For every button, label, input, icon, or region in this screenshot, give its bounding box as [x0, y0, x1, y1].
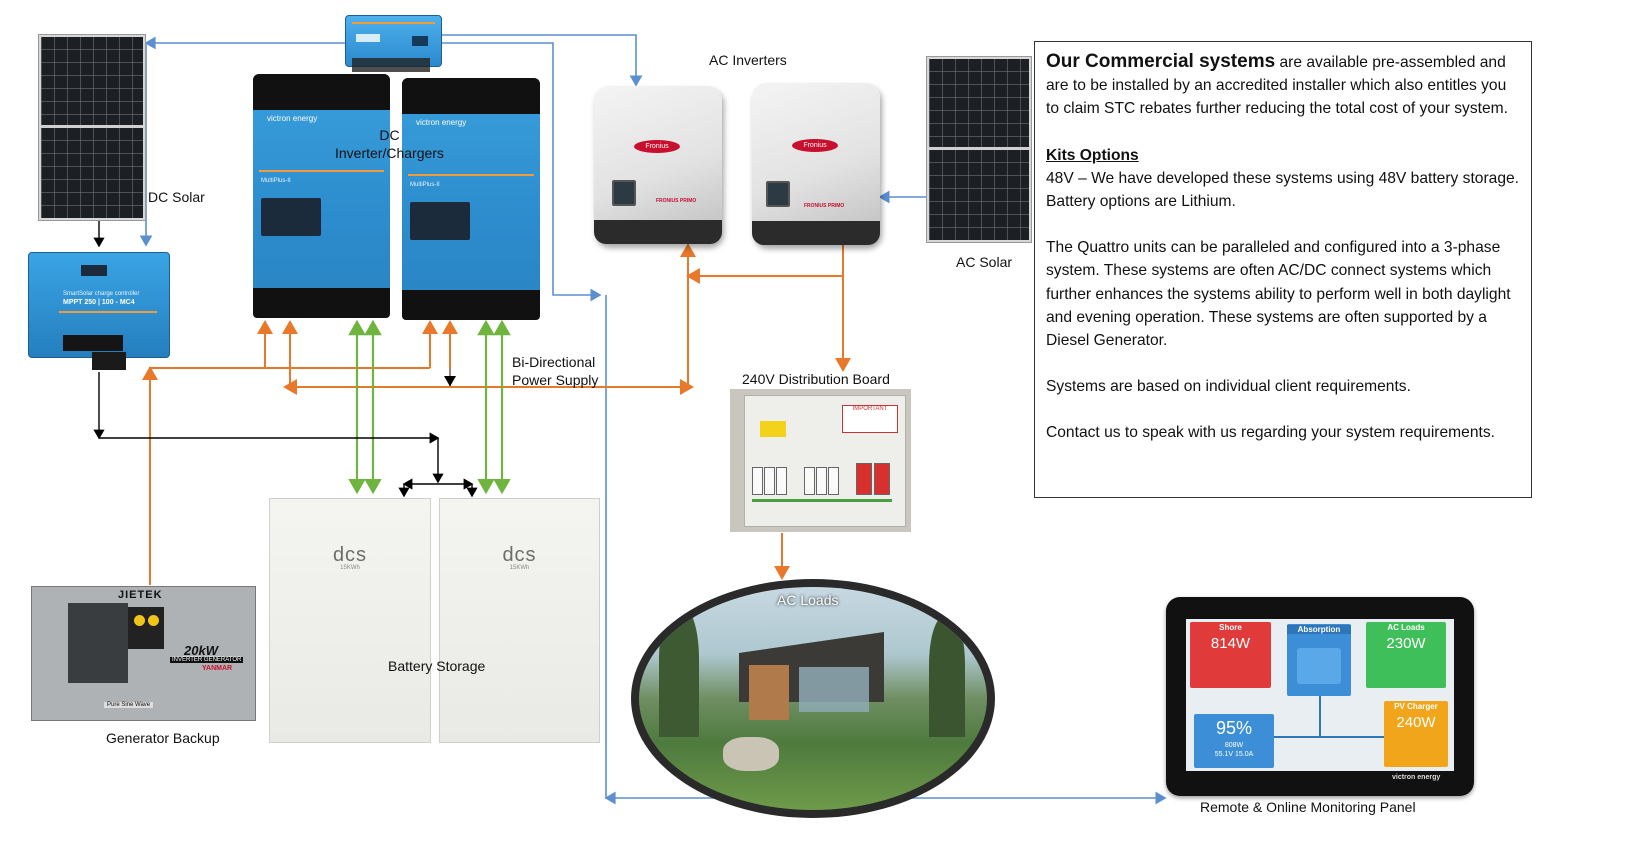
- battery-2: dcs 15KWh: [439, 498, 600, 743]
- mppt-charge-controller: SmartSolar charge controller MPPT 250 | …: [28, 252, 170, 358]
- ac-inverter-1: Fronius FRONIUS PRIMO: [594, 86, 722, 244]
- monitor-brand: victron energy: [1392, 774, 1441, 781]
- generator-backup-label: Generator Backup: [106, 730, 220, 746]
- kits-heading: Kits Options: [1046, 146, 1139, 164]
- db-notice: IMPORTANT: [842, 405, 898, 433]
- inverter-charger-1: victron energy MultiPlus-II: [253, 74, 390, 318]
- dc-solar-label: DC Solar: [148, 189, 205, 205]
- ac-solar-label: AC Solar: [956, 254, 1013, 270]
- dc-solar-panel: [39, 35, 145, 220]
- monitoring-panel-label: Remote & Online Monitoring Panel: [1200, 799, 1416, 815]
- mppt-model-text: MPPT 250 | 100 - MC4: [63, 299, 135, 306]
- ac-inverters-label: AC Inverters: [709, 52, 787, 68]
- battery-1: dcs 15KWh: [269, 498, 431, 743]
- absorption-tile: Absorption: [1287, 624, 1351, 696]
- contact-text: Contact us to speak with us regarding yo…: [1046, 424, 1495, 442]
- generator-engine: YANMAR: [202, 665, 233, 672]
- monitoring-panel: Shore 814W Absorption AC Loads 230W 95% …: [1166, 597, 1474, 796]
- description-heading: Our Commercial systems: [1046, 51, 1276, 72]
- ac-solar-panel: [927, 57, 1031, 242]
- shore-tile: Shore 814W: [1190, 622, 1271, 688]
- ac-loads-image: [631, 579, 995, 818]
- distribution-board: IMPORTANT: [730, 389, 911, 532]
- inverter-charger-2: victron energy MultiPlus-II: [402, 78, 540, 320]
- ac-loads-tile: AC Loads 230W: [1366, 622, 1446, 688]
- generator: JIETEK 20kW INVERTER GENERATOR YANMAR Pu…: [31, 586, 256, 721]
- comm-wire-top-right: [440, 34, 643, 87]
- bi-directional-label: Bi-Directional Power Supply: [512, 354, 599, 388]
- battery-storage-label: Battery Storage: [388, 658, 486, 674]
- mppt-terminals: [63, 335, 123, 351]
- dc-inverter-chargers-label: DC Inverter/Chargers: [335, 127, 444, 161]
- kits-text: 48V – We have developed these systems us…: [1046, 169, 1520, 211]
- generator-subtitle: INVERTER GENERATOR: [170, 657, 244, 663]
- monitoring-screen: Shore 814W Absorption AC Loads 230W 95% …: [1186, 619, 1454, 771]
- mppt-display: [81, 265, 107, 276]
- generator-rating: 20kW: [184, 643, 218, 658]
- requirements-text: Systems are based on individual client r…: [1046, 378, 1411, 396]
- generator-wave: Pure Sine Wave: [104, 702, 154, 708]
- quattro-text: The Quattro units can be paralleled and …: [1046, 239, 1511, 350]
- description-box: Our Commercial systems are available pre…: [1034, 41, 1532, 498]
- ac-inverter-2: Fronius FRONIUS PRIMO: [752, 83, 880, 245]
- pv-charger-tile: PV Charger 240W: [1384, 701, 1448, 767]
- generator-brand: JIETEK: [118, 589, 163, 601]
- distribution-board-label: 240V Distribution Board: [742, 371, 890, 387]
- ac-loads-label: AC Loads: [777, 592, 839, 608]
- mppt-brand-text: SmartSolar charge controller: [63, 291, 140, 297]
- description-intro: are available pre-assembled and are to b…: [1046, 54, 1508, 118]
- comm-wire-right-down: [440, 42, 602, 302]
- battery-tile: 95% 808W 55.1V 15.0A: [1194, 714, 1274, 768]
